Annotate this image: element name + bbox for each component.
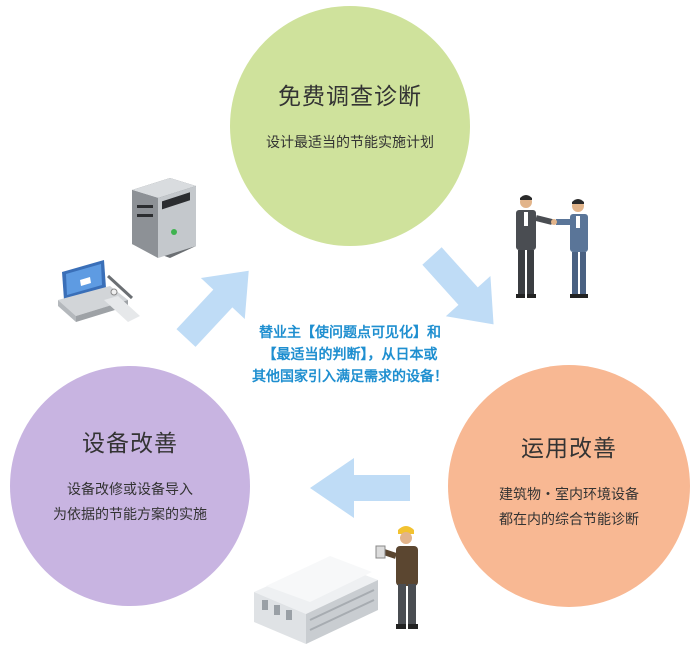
stage-description: 设备改修或设备导入 为依据的节能方案的实施 [53,482,207,523]
stage-title: 运用改善 [521,436,617,462]
stage-free-diagnosis: 免费调查诊断 设计最适当的节能实施计划 [230,6,470,246]
stage-title: 设备改善 [82,431,178,457]
stage-title: 免费调查诊断 [278,83,422,110]
arrow-to-top [176,270,249,347]
stage-description: 建筑物・室内环境设备 都在内的综合节能诊断 [499,487,639,528]
center-message: 替业主【使问题点可见化】和 【最适当的判断】，从日本或 其他国家引入满足需求的设… [252,325,448,385]
stage-equipment-improvement: 设备改善 设备改修或设备导入 为依据的节能方案的实施 [10,366,250,606]
stage-operation-improvement: 运用改善 建筑物・室内环境设备 都在内的综合节能诊断 [448,365,690,607]
arrow-to-left [310,458,410,518]
stage-description: 设计最适当的节能实施计划 [266,134,434,151]
arrow-to-right [422,247,494,325]
